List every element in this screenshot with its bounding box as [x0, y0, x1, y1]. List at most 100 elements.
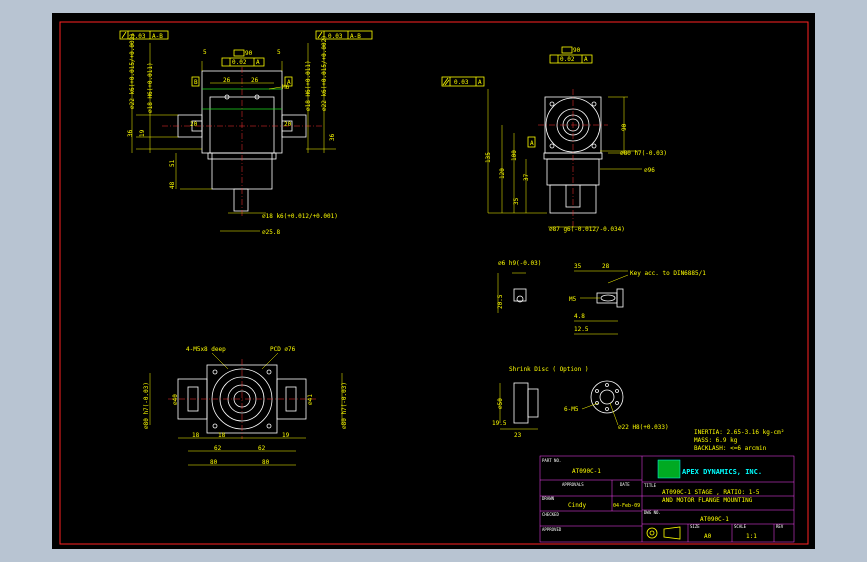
front-d36: 36	[127, 129, 134, 137]
tb-part-no-label: PART NO.	[542, 458, 561, 463]
side-h37: 37	[523, 173, 530, 181]
bottom-d41: ⌀41	[307, 394, 314, 405]
tb-dwg-label: DWG NO.	[644, 510, 661, 515]
front-flatness: 0.02	[232, 59, 247, 66]
bottom-left-dim: ⌀80 h7(-0.03)	[143, 382, 150, 429]
tb-size-label: SIZE	[690, 524, 700, 529]
front-tol-right: 0.03	[328, 33, 343, 40]
tb-size: A0	[704, 533, 712, 540]
bottom-d18a: 18	[192, 432, 200, 439]
front-left-dim-2: ⌀18 H6(+0.011)	[147, 62, 154, 113]
front-flat-ref: A	[256, 59, 260, 66]
front-label-b: B	[194, 79, 198, 86]
bottom-pcd: PCD ⌀76	[270, 346, 296, 353]
shrink-m5: 6-M5	[564, 406, 579, 413]
tb-approved-label: APPROVED	[542, 527, 562, 532]
key-d20-5: 20.5	[497, 294, 504, 309]
shrink-d23: 23	[514, 432, 522, 439]
side-view: 0.03 A 90 0.02 A A 135 120 100 37 35	[441, 46, 667, 233]
bottom-d40: ⌀40	[172, 394, 179, 405]
side-flatness: 0.02	[560, 56, 575, 63]
tb-scale: 1:1	[746, 533, 757, 540]
front-d5a: 5	[203, 49, 207, 56]
tb-dwg-no: AT090C-1	[700, 516, 729, 523]
front-tol-left-ref: A-B	[152, 33, 163, 40]
front-square: 90	[245, 50, 253, 57]
front-d51: 51	[169, 159, 176, 167]
bottom-right-dim: ⌀80 h7(-0.03)	[341, 382, 348, 429]
front-left-dim-1: ⌀22 k6(+0.015/+0.002)	[129, 33, 136, 109]
side-flat-ref: A	[584, 56, 588, 63]
bottom-d18b: 18	[218, 432, 226, 439]
projection-symbol-icon	[646, 526, 681, 540]
tb-title-line2: AND MOTOR FLANGE MOUNTING	[662, 497, 753, 504]
front-d26a: 26	[223, 77, 231, 84]
spec-backlash: BACKLASH: <=6 arcmin	[694, 445, 767, 452]
specs-block: INERTIA: 2.65-3.16 kg-cm² MASS: 6.9 kg B…	[694, 429, 784, 452]
key-k12-5: 12.5	[574, 326, 589, 333]
front-d20a: 20	[190, 121, 198, 128]
shrink-d50: ⌀50	[497, 398, 504, 409]
front-d5b: 5	[277, 49, 281, 56]
front-d36b: 36	[329, 133, 336, 141]
side-label-a: A	[530, 140, 534, 147]
spec-inertia: INERTIA: 2.65-3.16 kg-cm²	[694, 429, 784, 436]
front-d20b: 20	[284, 121, 292, 128]
key-k35: 35	[574, 263, 582, 270]
shrink-bore: ⌀22 H8(+0.033)	[618, 424, 669, 431]
side-h120: 120	[499, 168, 506, 179]
side-parallel: 0.03	[454, 79, 469, 86]
bottom-holes: 4-M5x8 deep	[186, 346, 226, 353]
tb-scale-label: SCALE	[734, 524, 747, 529]
bottom-view: 4-M5x8 deep PCD ⌀76 ⌀80 h7(-0.03) ⌀80 h7…	[143, 346, 348, 466]
tb-company: APEX DYNAMICS, INC.	[682, 468, 762, 476]
tb-date: 04-Feb-09	[613, 503, 640, 509]
bottom-d80b: 80	[262, 459, 270, 466]
title-block[interactable]: PART NO. AT090C-1 APPROVALS DATE DRAWN C…	[539, 455, 795, 543]
front-shaft-dim: ⌀18 k6(+0.012/+0.001)	[262, 213, 338, 220]
side-h135: 135	[485, 152, 492, 163]
tb-title-line1: AT090C-1 STAGE , RATIO: 1-5	[662, 489, 760, 496]
bottom-d80a: 80	[210, 459, 218, 466]
side-square: 90	[573, 47, 581, 54]
shrink-d19-5: 19.5	[492, 420, 507, 427]
key-k28: 28	[602, 263, 610, 270]
tb-part-no: AT090C-1	[572, 468, 601, 475]
key-k4-8: 4.8	[574, 313, 585, 320]
tb-drawn-label: DRAWN	[542, 496, 555, 501]
tb-approvals: APPROVALS	[562, 482, 584, 487]
spec-mass: MASS: 6.9 kg	[694, 437, 738, 444]
shrink-disc-detail: Shrink Disc ( Option ) ⌀50 19.5 23 6-M5 …	[492, 366, 669, 439]
cad-viewport[interactable]: 0.03 A-B 0.03 A-B 90 0.02 A B A	[52, 13, 815, 549]
tb-checked-label: CHECKED	[542, 512, 559, 517]
front-tol-left: 0.03	[131, 33, 146, 40]
front-m6: M6	[282, 84, 290, 91]
side-d87: ⌀87 g6(-0.012/-0.034)	[549, 226, 625, 233]
front-label-a: A	[287, 79, 291, 86]
front-tol-right-ref: A-B	[350, 33, 361, 40]
front-d48: 48	[169, 181, 176, 189]
key-d6h9: ⌀6 h9(-0.03)	[498, 260, 541, 267]
tb-date-label: DATE	[620, 482, 630, 487]
front-d19: 19	[139, 129, 146, 137]
front-d26b: 26	[251, 77, 259, 84]
bottom-d62a: 62	[214, 445, 222, 452]
side-h100: 100	[511, 150, 518, 161]
tb-title-label: TITLE	[644, 483, 657, 488]
key-detail: ⌀6 h9(-0.03) 20.5 35 28 Key acc. to DIN6…	[497, 260, 706, 335]
front-right-dim-1: ⌀18 H6(+0.011)	[305, 60, 312, 111]
tb-drawn-by: Cindy	[568, 502, 586, 509]
key-m5: M5	[569, 296, 577, 303]
side-d96: ⌀96	[644, 167, 655, 174]
cad-drawing: 0.03 A-B 0.03 A-B 90 0.02 A B A	[59, 21, 809, 545]
side-parallel-ref: A	[478, 79, 482, 86]
side-sq90: 90	[621, 123, 628, 131]
front-view: 0.03 A-B 0.03 A-B 90 0.02 A B A	[119, 30, 373, 236]
drawing-border	[59, 21, 809, 545]
shrink-title: Shrink Disc ( Option )	[509, 366, 588, 373]
bottom-d62b: 62	[258, 445, 266, 452]
key-note: Key acc. to DIN6885/1	[630, 270, 706, 277]
company-logo-icon	[657, 459, 681, 479]
side-h35: 35	[513, 197, 520, 205]
front-shaft-dim2: ⌀25.8	[262, 229, 280, 236]
